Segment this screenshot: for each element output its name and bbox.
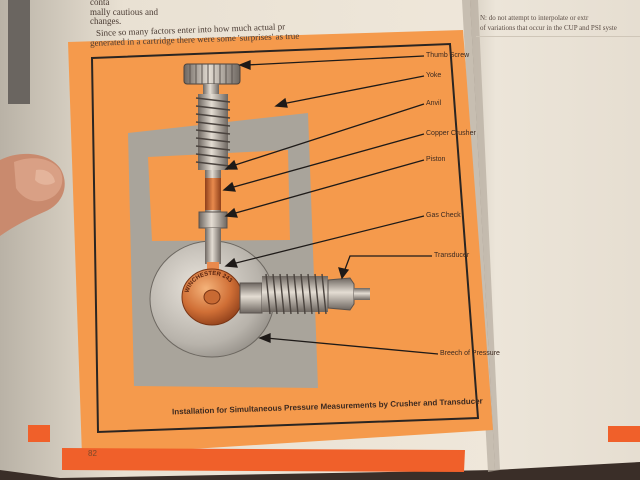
right-page bbox=[470, 0, 640, 470]
label-breech: Breech of Pressure bbox=[440, 350, 500, 357]
hand bbox=[0, 153, 65, 236]
right-page-line-2: of variations that occur in the CUP and … bbox=[480, 24, 617, 32]
left-edge-bar bbox=[28, 425, 50, 442]
book-edge-strip bbox=[8, 0, 30, 104]
label-gas-check: Gas Check bbox=[426, 212, 461, 219]
right-page-line-1: N: do not attempt to interpolate or extr bbox=[480, 14, 589, 22]
body-text-line-2: mally cautious and bbox=[90, 7, 158, 17]
page-number: 82 bbox=[88, 449, 97, 458]
label-thumb-screw: Thumb Screw bbox=[426, 52, 470, 59]
right-page-decoration bbox=[476, 36, 640, 37]
gas-check bbox=[198, 211, 228, 229]
label-copper-crusher: Copper Crusher bbox=[426, 130, 476, 137]
right-edge-bar bbox=[608, 426, 640, 442]
leader-lines bbox=[222, 55, 439, 355]
body-text-line-1: conta bbox=[90, 0, 110, 7]
label-yoke: Yoke bbox=[426, 72, 442, 79]
figure-frame bbox=[90, 42, 480, 434]
anvil bbox=[205, 170, 221, 178]
label-transducer: Transducer bbox=[434, 252, 470, 259]
label-piston: Piston bbox=[426, 156, 446, 163]
transducer bbox=[239, 273, 370, 315]
label-anvil: Anvil bbox=[426, 100, 442, 107]
bottom-bar bbox=[62, 448, 465, 472]
thumb-screw-thread bbox=[195, 94, 231, 170]
copper-crusher bbox=[205, 178, 221, 210]
body-text-line-3: changes. bbox=[90, 16, 122, 26]
